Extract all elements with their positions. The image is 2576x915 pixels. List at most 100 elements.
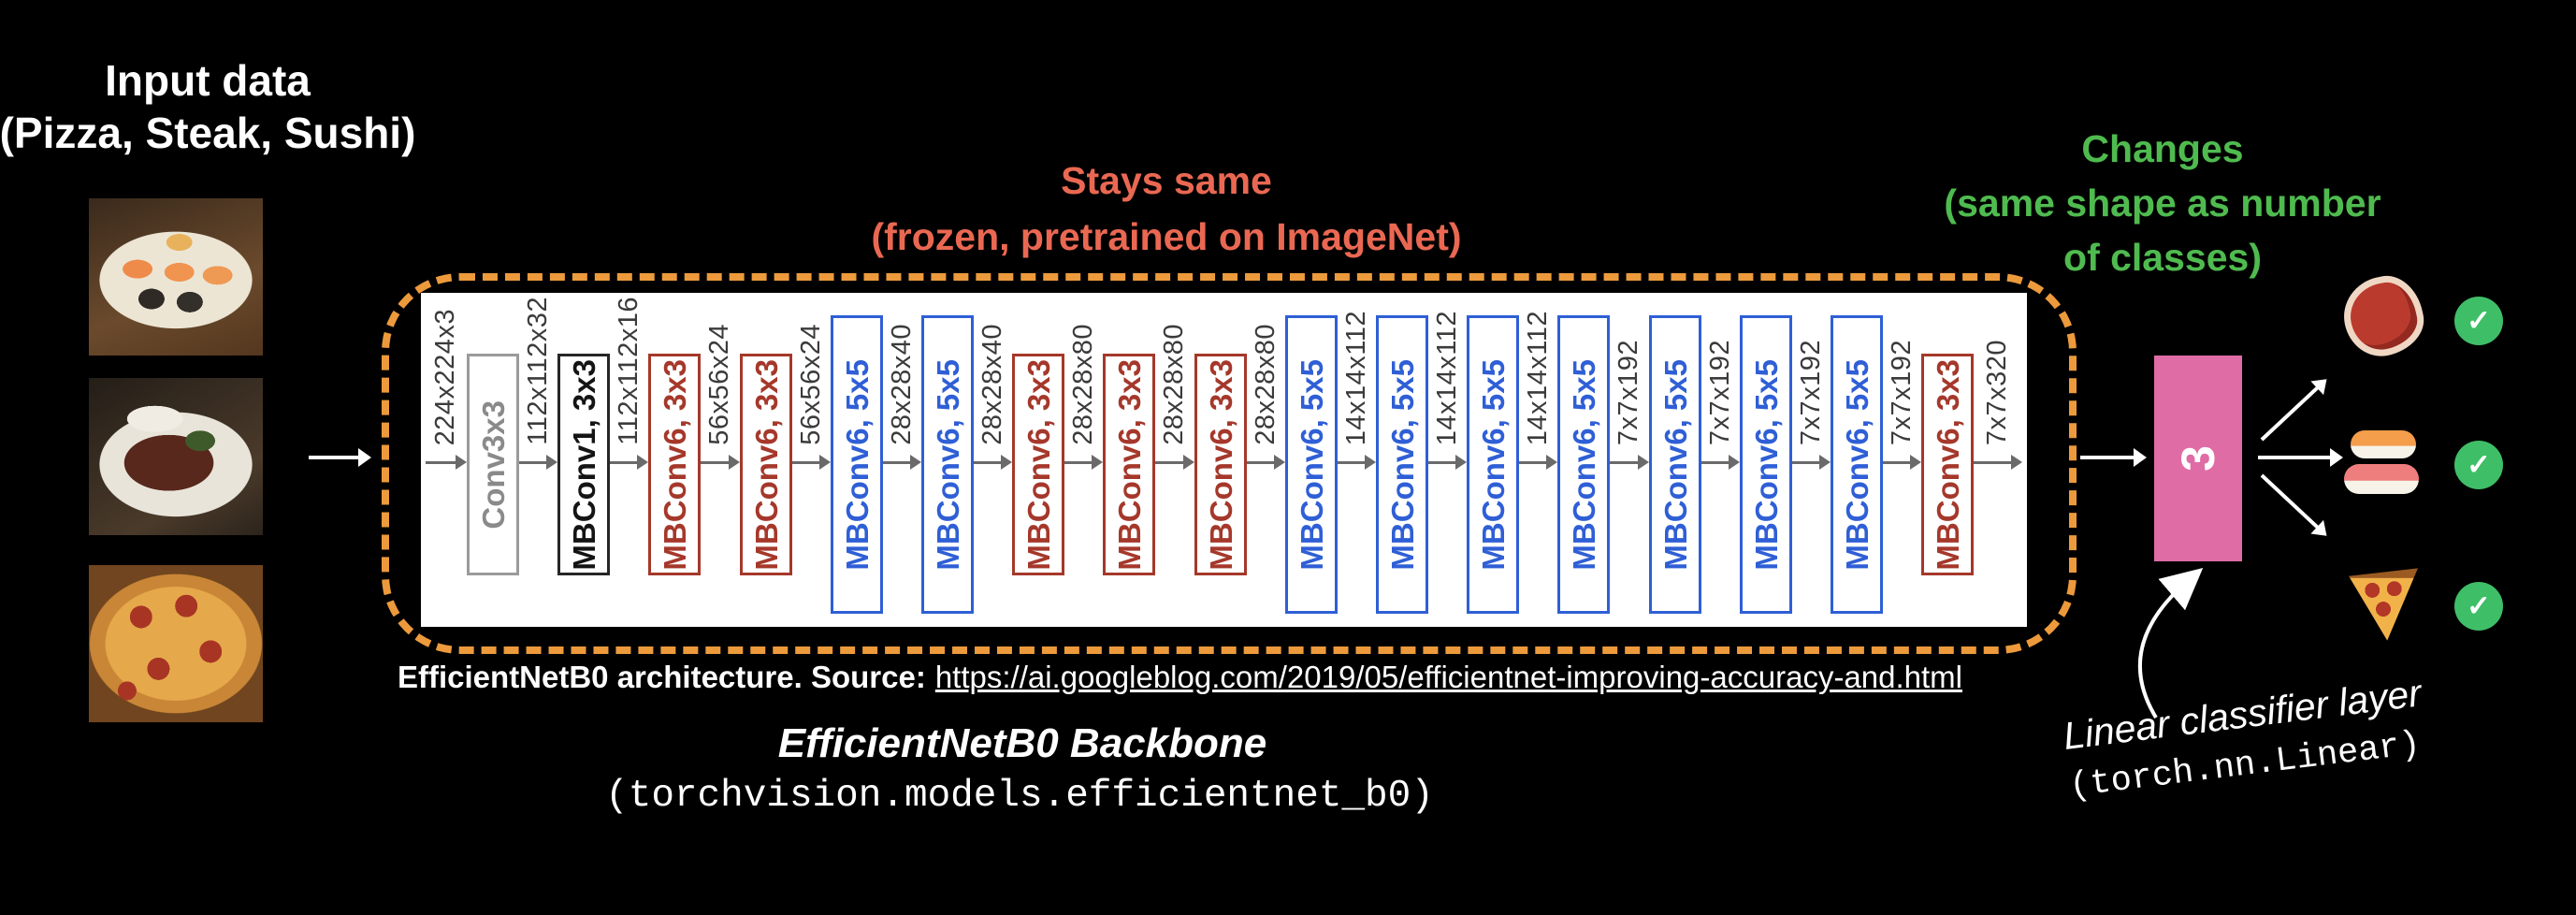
dim-label-text: 28x28x40 bbox=[977, 324, 1008, 445]
dim-label: 7x7x192 bbox=[1614, 340, 1644, 445]
stays-same-heading: Stays same (frozen, pretrained on ImageN… bbox=[871, 152, 1461, 265]
block-label: MBConv6, 5x5 bbox=[1839, 358, 1874, 571]
frozen-backbone-outline bbox=[382, 273, 2077, 654]
check-icon: ✓ bbox=[2454, 582, 2503, 631]
classifier-output-arrow-bottom bbox=[2260, 473, 2320, 530]
linear-classifier-box: 3 bbox=[2154, 356, 2242, 561]
dim-label-text: 7x7x192 bbox=[1614, 339, 1644, 445]
input-data-heading-line1: Input data bbox=[105, 56, 311, 105]
caption-text: EfficientNetB0 architecture. Source: bbox=[398, 660, 926, 694]
block-label: MBConv6, 5x5 bbox=[1475, 358, 1511, 571]
block-label: MBConv1, 3x3 bbox=[566, 358, 601, 571]
architecture-caption: EfficientNetB0 architecture. Source:http… bbox=[398, 660, 1962, 695]
dim-label: 28x28x80 bbox=[1251, 324, 1281, 445]
pizza-photo bbox=[89, 565, 263, 722]
block-2-mbconv1-3x3: MBConv1, 3x3 bbox=[557, 354, 610, 575]
stays-same-line1: Stays same bbox=[1061, 159, 1272, 202]
classifier-output-arrow-top bbox=[2260, 385, 2320, 442]
dim-label: 112x112x32 bbox=[523, 297, 554, 445]
dim-label-text: 224x224x3 bbox=[430, 308, 461, 445]
dim-label: 7x7x192 bbox=[1887, 339, 1918, 445]
check-icon: ✓ bbox=[2454, 297, 2503, 345]
changes-line2: (same shape as number bbox=[1944, 182, 2381, 225]
block-label: MBConv6, 5x5 bbox=[839, 358, 875, 571]
block-9-mbconv6-3x3: MBConv6, 3x3 bbox=[1194, 354, 1247, 575]
block-label: Conv3x3 bbox=[475, 399, 511, 530]
dim-label-text: 112x112x16 bbox=[614, 297, 644, 445]
input-flow-arrow bbox=[309, 448, 371, 467]
output-flow-arrow bbox=[1974, 455, 2022, 470]
dim-label-text: 14x14x112 bbox=[1341, 310, 1372, 445]
sushi-photo bbox=[89, 198, 263, 356]
block-label: MBConv6, 3x3 bbox=[1203, 358, 1238, 571]
block-8-mbconv6-3x3: MBConv6, 3x3 bbox=[1103, 354, 1155, 575]
block-label: MBConv6, 5x5 bbox=[930, 358, 965, 571]
block-11-mbconv6-5x5: MBConv6, 5x5 bbox=[1376, 315, 1428, 614]
block-3-mbconv6-3x3: MBConv6, 3x3 bbox=[648, 354, 701, 575]
backbone-name-label: EfficientNetB0 Backbone bbox=[777, 720, 1267, 766]
block-12-mbconv6-5x5: MBConv6, 5x5 bbox=[1467, 315, 1519, 614]
source-link[interactable]: https://ai.googleblog.com/2019/05/effici… bbox=[934, 660, 1962, 694]
block-5-mbconv6-5x5: MBConv6, 5x5 bbox=[831, 315, 883, 614]
block-label: MBConv6, 5x5 bbox=[1748, 358, 1784, 571]
input-data-heading: Input data (Pizza, Steak, Sushi) bbox=[0, 54, 415, 159]
input-data-heading-line2: (Pizza, Steak, Sushi) bbox=[0, 109, 416, 157]
dim-label-text: 112x112x32 bbox=[523, 297, 554, 445]
dim-label-text: 7x7x320 bbox=[1982, 339, 2013, 445]
flow-arrow bbox=[1428, 455, 1467, 470]
block-14-mbconv6-5x5: MBConv6, 5x5 bbox=[1649, 315, 1701, 614]
block-label: MBConv6, 3x3 bbox=[748, 358, 784, 571]
block-label: MBConv6, 5x5 bbox=[1294, 358, 1329, 571]
block-label: MBConv6, 3x3 bbox=[1020, 358, 1056, 571]
flow-arrow bbox=[1247, 455, 1285, 470]
dim-label: 14x14x112 bbox=[1341, 310, 1372, 445]
flow-arrow bbox=[1701, 455, 1740, 470]
block-6-mbconv6-5x5: MBConv6, 5x5 bbox=[921, 315, 974, 614]
dim-label-text: 14x14x112 bbox=[1432, 310, 1463, 445]
dim-label-text: 56x56x24 bbox=[796, 324, 827, 445]
flow-arrow bbox=[519, 455, 557, 470]
dim-label-text: 28x28x80 bbox=[1068, 324, 1099, 445]
block-16-mbconv6-5x5: MBConv6, 5x5 bbox=[1831, 315, 1883, 614]
stays-same-line2: (frozen, pretrained on ImageNet) bbox=[871, 215, 1462, 258]
block-label: MBConv6, 3x3 bbox=[1111, 358, 1147, 571]
flow-arrow bbox=[974, 455, 1012, 470]
flow-arrow bbox=[426, 455, 467, 470]
block-label: MBConv6, 3x3 bbox=[1930, 358, 1965, 571]
block-17-mbconv6-3x3: MBConv6, 3x3 bbox=[1921, 354, 1974, 575]
block-1-conv3x3: Conv3x3 bbox=[467, 354, 519, 575]
pizza-emoji bbox=[2349, 568, 2418, 641]
backbone-code-label: (torchvision.models.efficientnet_b0) bbox=[605, 775, 1434, 818]
changes-line1: Changes bbox=[2081, 127, 2244, 170]
flow-arrow bbox=[1338, 455, 1376, 470]
dim-label-text: 56x56x24 bbox=[704, 324, 735, 445]
check-icon: ✓ bbox=[2454, 441, 2503, 489]
classifier-output-arrow-middle bbox=[2258, 448, 2343, 467]
dim-label: 14x14x112 bbox=[1432, 310, 1463, 445]
dim-label: 224x224x3 bbox=[430, 308, 461, 445]
flow-arrow bbox=[1519, 455, 1557, 470]
dim-label: 56x56x24 bbox=[704, 324, 735, 445]
sushi-emoji bbox=[2344, 423, 2423, 501]
flow-arrow bbox=[1610, 455, 1649, 470]
changes-heading: Changes (same shape as number of classes… bbox=[1944, 122, 2381, 284]
dim-label: 28x28x40 bbox=[977, 324, 1008, 445]
dim-label-text: 7x7x192 bbox=[1705, 339, 1736, 445]
dim-label: 7x7x320 bbox=[1982, 339, 2013, 445]
dim-label-text: 28x28x80 bbox=[1159, 324, 1190, 445]
dim-label: 28x28x40 bbox=[887, 324, 918, 445]
dim-label-text: 7x7x192 bbox=[1796, 339, 1827, 445]
block-label: MBConv6, 5x5 bbox=[1657, 358, 1693, 571]
block-label: MBConv6, 3x3 bbox=[657, 358, 692, 571]
num-classes-value: 3 bbox=[2172, 445, 2224, 472]
dim-label-text: 14x14x112 bbox=[1523, 310, 1554, 445]
dim-label-text: 28x28x80 bbox=[1251, 324, 1281, 445]
changes-line3: of classes) bbox=[2063, 236, 2262, 279]
dim-label: 7x7x192 bbox=[1796, 339, 1827, 445]
block-label: MBConv6, 5x5 bbox=[1384, 358, 1420, 571]
flow-arrow bbox=[610, 455, 648, 470]
dim-label-text: 7x7x192 bbox=[1887, 339, 1918, 445]
dim-label-text: 28x28x40 bbox=[887, 324, 918, 445]
steak-photo bbox=[89, 378, 263, 535]
